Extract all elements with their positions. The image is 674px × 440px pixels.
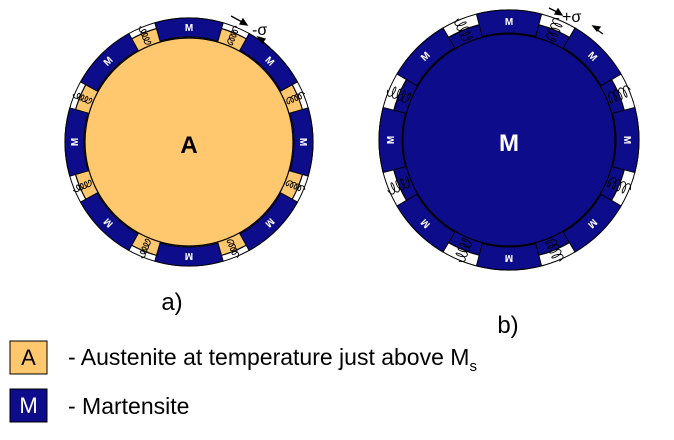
segment-label: M — [70, 138, 81, 146]
diagram-a-stress-label: -σ — [252, 22, 267, 39]
diagram-a-caption: a) — [161, 289, 182, 316]
martensite-segment — [562, 193, 622, 253]
martensite-segment — [396, 193, 456, 253]
diagram-b-stress-label: +σ — [562, 9, 581, 26]
legend-symbol-austenite: A — [21, 345, 36, 370]
martensite-segment — [475, 242, 543, 271]
spring-coil — [545, 239, 564, 262]
spring-coil — [72, 179, 92, 193]
segment-label: M — [505, 252, 513, 263]
legend-text-austenite: - Austenite at temperature just above Ms — [68, 344, 477, 375]
segment-label: M — [505, 17, 513, 28]
martensite-segment — [79, 192, 139, 252]
martensite-segment — [79, 32, 139, 92]
spring-coil — [226, 239, 240, 259]
stress-arrows-b — [548, 7, 604, 35]
legend-swatch-austenite — [9, 340, 48, 375]
segment-label: M — [621, 136, 632, 144]
spring-coil — [386, 86, 411, 103]
martensite-segment — [239, 192, 299, 252]
diagram-b-caption: b) — [497, 312, 518, 339]
martensite-segment — [154, 242, 224, 267]
segment-label: M — [386, 136, 397, 144]
spring-coil — [546, 17, 563, 42]
martensite-segment — [378, 106, 407, 174]
stress-arrows-a — [230, 15, 271, 49]
spring-coil — [608, 85, 631, 104]
spring-coil — [285, 180, 306, 192]
martensite-segment — [611, 106, 640, 174]
martensite-segment — [475, 9, 543, 38]
spring-coil — [454, 18, 473, 41]
spring-coil — [455, 238, 472, 263]
spring-coil — [72, 92, 93, 104]
legend-symbol-martensite: M — [19, 393, 37, 418]
spring-coil — [387, 176, 410, 195]
spring-coil — [607, 177, 632, 194]
martensite-segment — [154, 17, 224, 42]
legend-text-martensite: - Martensite — [68, 393, 189, 419]
spring-coil — [139, 238, 151, 259]
segment-label: M — [297, 138, 308, 146]
martensite-segment — [562, 27, 622, 87]
spring-coil — [227, 25, 239, 46]
diagram-a-core-label: A — [180, 132, 197, 159]
martensite-core — [402, 33, 616, 247]
spring-coil — [138, 25, 152, 45]
martensite-segment — [64, 107, 89, 177]
austenite-core — [84, 37, 294, 247]
diagram-b-core-label: M — [499, 130, 519, 157]
martensite-segment — [289, 107, 314, 177]
legend-swatch-martensite — [9, 388, 48, 423]
martensite-segment — [396, 27, 456, 87]
legend: A - Austenite at temperature just above … — [9, 340, 477, 423]
spring-coil — [286, 91, 306, 105]
segment-label: M — [185, 23, 193, 34]
segment-label: M — [185, 250, 193, 261]
